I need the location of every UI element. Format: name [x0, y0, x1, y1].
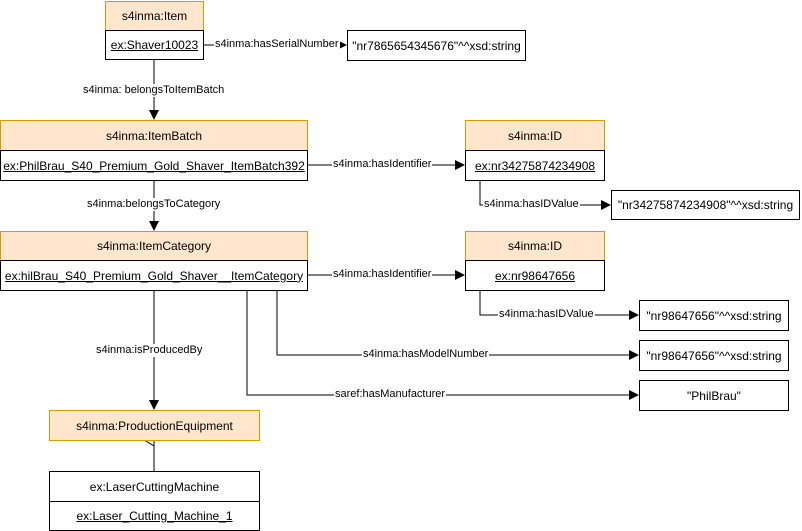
label-belongs-to-category: s4inma:belongsToCategory [86, 198, 222, 211]
production-equipment-class[interactable]: s4inma:ProductionEquipment [49, 410, 260, 441]
id-category-value-literal[interactable]: "nr98647656"^^xsd:string [639, 300, 789, 331]
edge-has-model-number [276, 291, 639, 360]
laser-cutting-machine-instance[interactable]: ex:Laser_Cutting_Machine_1 [49, 501, 260, 531]
id-batch-instance[interactable]: ex:nr34275874234908 [465, 150, 605, 181]
label-has-identifier-batch: s4inma:hasIdentifier [332, 158, 433, 171]
model-number-literal[interactable]: "nr98647656"^^xsd:string [639, 340, 789, 371]
label-belongs-to-item-batch: s4inma: belongsToItemBatch [82, 84, 226, 97]
id-batch-class-header[interactable]: s4inma:ID [465, 120, 605, 151]
item-instance[interactable]: ex:Shaver10023 [105, 30, 204, 60]
label-has-manufacturer: saref:hasManufacturer [334, 388, 447, 401]
id-batch-value-literal[interactable]: "nr34275874234908"^^xsd:string [611, 190, 800, 220]
id-category-class-header[interactable]: s4inma:ID [465, 231, 605, 261]
label-is-produced-by: s4inma:isProducedBy [95, 344, 204, 357]
manufacturer-literal[interactable]: "PhilBrau" [639, 380, 789, 411]
serial-number-literal[interactable]: "nr7865654345676"^^xsd:string [347, 30, 526, 61]
item-batch-instance[interactable]: ex:PhilBrau_S40_Premium_Gold_Shaver_Item… [0, 150, 308, 181]
item-category-class-header[interactable]: s4inma:ItemCategory [0, 231, 308, 261]
label-has-model-number: s4inma:hasModelNumber [362, 348, 490, 361]
laser-cutting-machine-class[interactable]: ex:LaserCuttingMachine [49, 471, 260, 502]
label-has-id-value-batch: s4inma:hasIDValue [483, 198, 580, 211]
label-has-id-value-category: s4inma:hasIDValue [498, 308, 595, 321]
id-category-instance[interactable]: ex:nr98647656 [465, 260, 605, 291]
item-class-header[interactable]: s4inma:Item [105, 1, 204, 31]
edge-has-manufacturer [246, 291, 639, 400]
item-batch-class-header[interactable]: s4inma:ItemBatch [0, 120, 308, 151]
label-has-serial-number: s4inma:hasSerialNumber [214, 38, 340, 51]
label-has-identifier-category: s4inma:hasIdentifier [332, 268, 433, 281]
item-category-instance[interactable]: ex:hilBrau_S40_Premium_Gold_Shaver__Item… [0, 260, 308, 291]
